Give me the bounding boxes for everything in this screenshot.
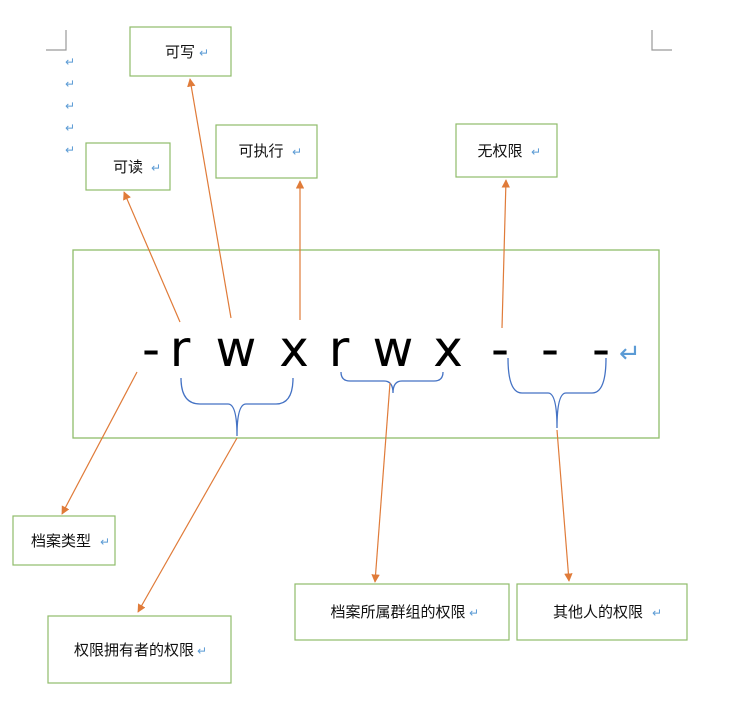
label-no-permission-text: 无权限 [477, 142, 522, 160]
paragraph-mark: ↵ [619, 339, 641, 369]
permission-string: - r w x r w x - - - ↵ [142, 320, 641, 378]
page-corner-mark-right [651, 30, 672, 51]
label-executable: 可执行 ↵ [215, 124, 318, 179]
paragraph-mark: ↵ [151, 161, 161, 175]
label-readable-text: 可读 [113, 158, 143, 176]
label-owner-permission: 权限拥有者的权限 ↵ [47, 615, 232, 684]
paragraph-mark: ↵ [197, 644, 207, 658]
label-group-permission: 档案所属群组的权限 ↵ [294, 583, 510, 641]
paragraph-mark: ↵ [652, 606, 662, 620]
paragraph-mark: ↵ [292, 145, 302, 159]
label-owner-permission-text: 权限拥有者的权限 [74, 641, 194, 659]
page-corner-mark-left [46, 30, 67, 51]
perm-char-group-write: w [373, 320, 414, 378]
others-brace [507, 357, 607, 429]
perm-char-owner-read: r [170, 320, 191, 378]
paragraph-mark: ↵ [469, 606, 479, 620]
perm-char-owner-execute: x [279, 320, 309, 378]
owner-brace [180, 377, 294, 437]
label-readable: 可读 ↵ [85, 142, 171, 191]
label-writable-text: 可写 [165, 43, 195, 61]
arrow-to-others-permission [556, 429, 573, 582]
perm-char-owner-write: w [216, 320, 257, 378]
perm-char-group-read: r [329, 320, 350, 378]
perm-char-file-type: - [142, 320, 160, 378]
arrow-to-readable [123, 191, 181, 323]
label-others-permission-text: 其他人的权限 [553, 603, 643, 621]
label-executable-text: 可执行 [238, 142, 283, 160]
label-file-type-text: 档案类型 [31, 532, 91, 550]
arrow-to-owner-permission [137, 437, 238, 613]
label-writable: 可写 ↵ [129, 26, 232, 77]
paragraph-mark: ↵ [65, 121, 75, 135]
paragraph-mark: ↵ [199, 46, 209, 60]
label-no-permission: 无权限 ↵ [455, 123, 558, 178]
label-others-permission: 其他人的权限 ↵ [516, 583, 688, 641]
arrow-to-file-type [61, 371, 138, 515]
perm-char-group-execute: x [433, 320, 463, 378]
label-file-type: 档案类型 ↵ [12, 515, 116, 566]
arrow-to-writable [187, 78, 232, 319]
perm-char-others-write: - [541, 320, 559, 378]
perm-char-others-read: - [491, 320, 509, 378]
permission-string-box [72, 249, 660, 439]
empty-paragraph-marks: ↵ ↵ ↵ ↵ ↵ [65, 55, 75, 157]
arrow-to-no-permission [501, 179, 510, 329]
paragraph-mark: ↵ [531, 145, 541, 159]
arrow-to-group-permission [371, 382, 391, 583]
paragraph-mark: ↵ [65, 77, 75, 91]
paragraph-mark: ↵ [65, 55, 75, 69]
perm-char-others-execute: - [592, 320, 610, 378]
label-group-permission-text: 档案所属群组的权限 [330, 603, 465, 621]
group-brace [340, 371, 444, 394]
paragraph-mark: ↵ [65, 99, 75, 113]
paragraph-mark: ↵ [100, 535, 110, 549]
paragraph-mark: ↵ [65, 143, 75, 157]
